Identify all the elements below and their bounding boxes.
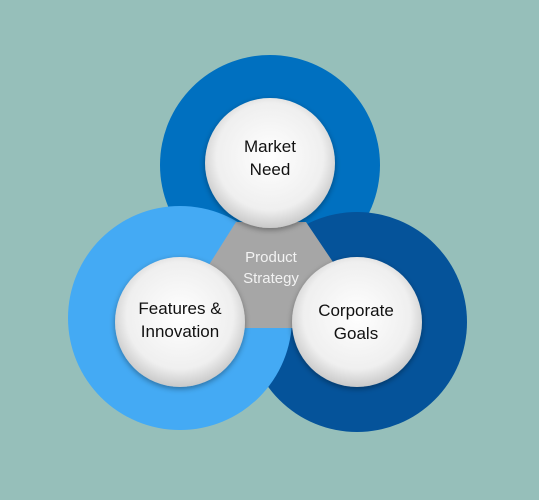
node-label-corporate-goals: Corporate Goals <box>318 301 394 343</box>
node-label-features-innovation: Features & Innovation <box>138 299 222 341</box>
center-label-product-strategy: Product Strategy <box>243 249 299 287</box>
inner-circle-corporate-goals <box>292 257 422 387</box>
inner-circle-features-innovation <box>115 257 245 387</box>
node-label-market-need: Market Need <box>244 137 296 179</box>
inner-circle-market-need <box>205 98 335 228</box>
